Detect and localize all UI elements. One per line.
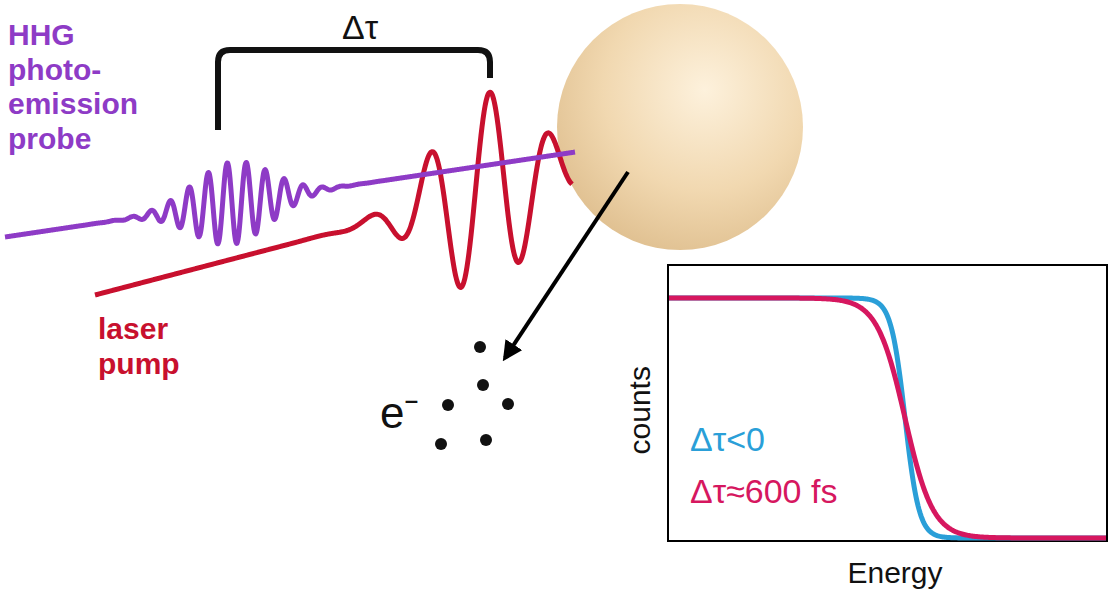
delay-label: Δτ: [342, 8, 378, 47]
electron-dot: [474, 341, 486, 353]
electron-label: e⁻: [380, 388, 419, 439]
electron-dot: [480, 434, 492, 446]
legend-text: Δτ≈600 fs: [690, 472, 837, 511]
nanoparticle-sphere: [557, 4, 803, 250]
electron-dot: [435, 438, 447, 450]
electron-dots: [435, 341, 514, 450]
pump-label: laser pump: [98, 312, 208, 381]
probe-pulse: [5, 152, 575, 244]
curve-before: [669, 298, 1106, 538]
pump-pulse: [95, 92, 572, 295]
legend-text: Δτ<0: [690, 420, 765, 459]
electron-dot: [442, 399, 454, 411]
axis-label: counts: [623, 366, 658, 454]
fermi-edge-curves: [669, 298, 1106, 538]
electron-dot: [477, 379, 489, 391]
probe-label: HHG photo-emission probe: [8, 18, 148, 156]
electron-dot: [502, 398, 514, 410]
axis-label: Energy: [847, 556, 942, 591]
inset-frame: [668, 265, 1107, 541]
delay-bracket: [218, 50, 490, 130]
curve-after: [669, 298, 1106, 538]
emission-arrow: [505, 172, 628, 358]
